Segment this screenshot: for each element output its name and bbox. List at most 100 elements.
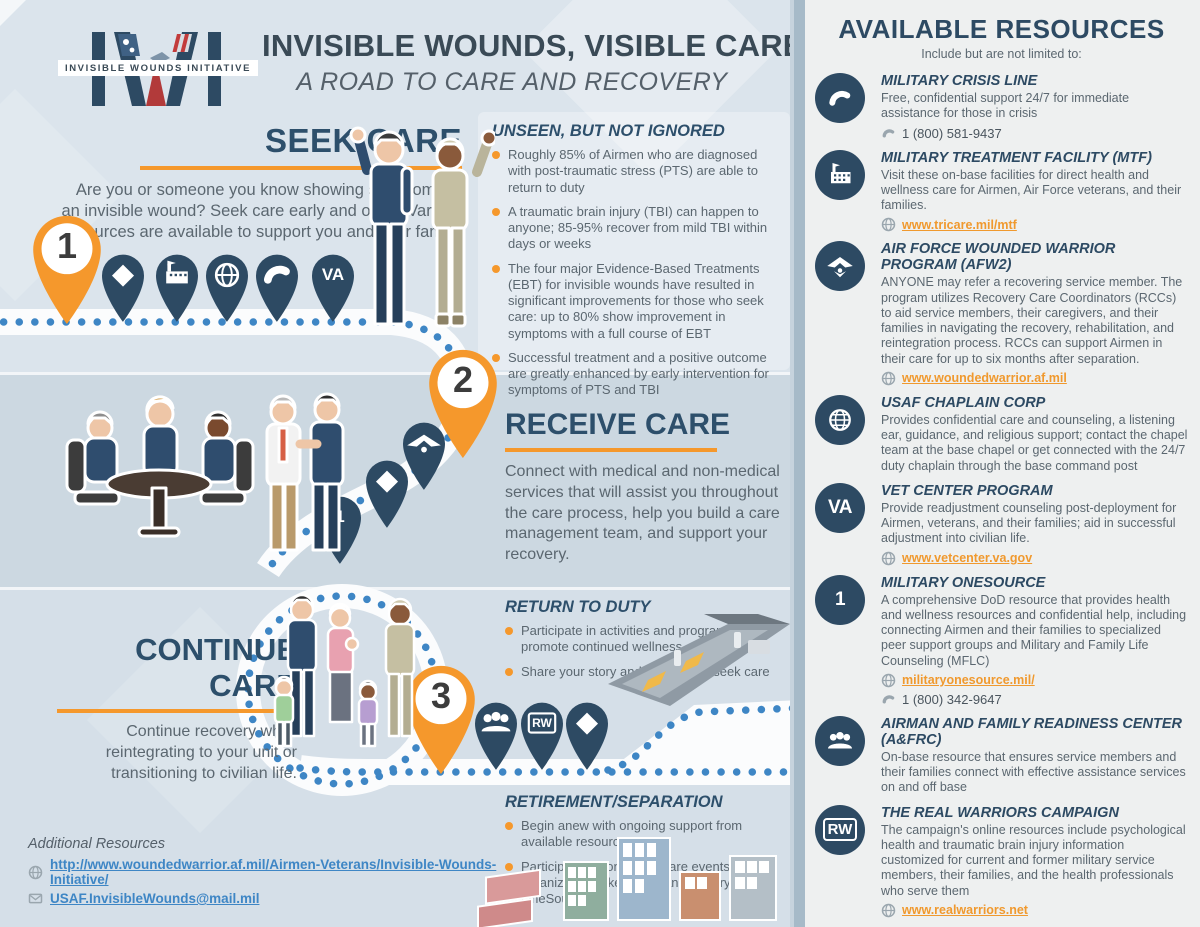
return-to-duty-heading: RETURN TO DUTY bbox=[505, 598, 651, 616]
va-icon-label: VA bbox=[828, 496, 852, 518]
resource-description: Free, confidential support 24/7 for imme… bbox=[881, 91, 1130, 121]
afw2-pin bbox=[400, 420, 448, 490]
bullet-dot bbox=[492, 353, 500, 362]
afrc-pin bbox=[472, 700, 520, 770]
crisis-line-pin bbox=[253, 252, 301, 322]
journey-stop-3-pin: 3 bbox=[398, 662, 484, 774]
va-pin: VA bbox=[309, 252, 357, 322]
globe-icon bbox=[829, 408, 851, 431]
retirement-separation-heading: RETIREMENT/SEPARATION bbox=[505, 793, 723, 811]
bullet-text: A traumatic brain injury (TBI) can happe… bbox=[508, 203, 768, 252]
bullet-item: Successful treatment and a positive outc… bbox=[492, 350, 784, 399]
bullet-item: The four major Evidence-Based Treatments… bbox=[492, 261, 784, 342]
globe-icon bbox=[214, 262, 240, 288]
resource-link[interactable]: www.vetcenter.va.gov bbox=[902, 551, 1033, 565]
resource-title: THE REAL WARRIORS CAMPAIGN bbox=[881, 804, 1119, 821]
globe-icon bbox=[28, 865, 43, 879]
globe-icon bbox=[881, 903, 896, 917]
people-icon bbox=[828, 731, 852, 749]
phone-icon bbox=[829, 90, 851, 106]
journey-panel: INVISIBLE WOUNDS INITIATIVE INVISIBLE WO… bbox=[0, 0, 790, 927]
building-icon bbox=[831, 162, 851, 183]
resource-title: AIR FORCE WOUNDED WARRIOR PROGRAM (AFW2) bbox=[881, 241, 1116, 274]
building-icon bbox=[815, 149, 865, 200]
resource-item: AIR FORCE WOUNDED WARRIOR PROGRAM (AFW2)… bbox=[815, 241, 1188, 386]
receive-care-description: Connect with medical and non-medical ser… bbox=[505, 463, 780, 564]
resource-link[interactable]: www.woundedwarrior.af.mil bbox=[902, 371, 1067, 386]
journey-stop-2-pin: 2 bbox=[420, 346, 506, 458]
unseen-heading: UNSEEN, BUT NOT IGNORED bbox=[492, 122, 725, 140]
stop-1-number: 1 bbox=[56, 225, 78, 266]
bullet-text: Successful treatment and a positive outc… bbox=[508, 349, 769, 398]
resource-title: MILITARY TREATMENT FACILITY (MTF) bbox=[881, 149, 1152, 166]
globe-icon bbox=[881, 551, 896, 565]
air-force-wings-icon bbox=[827, 257, 853, 278]
resource-link[interactable]: www.realwarriors.net bbox=[902, 903, 1028, 918]
stop-3-number: 3 bbox=[430, 675, 452, 716]
bullet-dot bbox=[505, 627, 513, 635]
phone-icon bbox=[263, 265, 290, 284]
resource-description: Provide readjustment counseling post-dep… bbox=[881, 500, 1177, 546]
bullet-item: A traumatic brain injury (TBI) can happe… bbox=[492, 204, 784, 253]
available-resources-subheading: Include but are not limited to: bbox=[921, 47, 1082, 61]
wounded-warrior-link[interactable]: http://www.woundedwarrior.af.mil/Airmen-… bbox=[50, 857, 497, 887]
people-icon bbox=[815, 715, 865, 766]
commanders-pin-2 bbox=[363, 458, 411, 528]
resource-description: ANYONE may refer a recovering service me… bbox=[881, 275, 1183, 366]
phone-icon bbox=[815, 73, 865, 123]
resource-description: On-base resource that ensures service me… bbox=[881, 749, 1186, 795]
phone-icon bbox=[882, 695, 895, 704]
bullet-dot bbox=[492, 151, 500, 159]
invisible-wounds-email-link[interactable]: USAF.InvisibleWounds@mail.mil bbox=[50, 891, 260, 906]
bullet-text: Participate in activities and programs t… bbox=[521, 623, 759, 655]
bullet-dot bbox=[505, 667, 513, 676]
bullet-item: Roughly 85% of Airmen who are diagnosed … bbox=[492, 147, 784, 196]
chaplain-pin bbox=[203, 252, 251, 322]
resource-phone: 1 (800) 581-9437 bbox=[902, 125, 1002, 141]
resource-title: VET CENTER PROGRAM bbox=[881, 482, 1053, 499]
rw-pin-label: RW bbox=[532, 716, 552, 730]
additional-resources-heading: Additional Resources bbox=[28, 836, 166, 852]
real-warriors-pin: RW bbox=[518, 700, 566, 770]
continue-care-description: Continue recovery while reintegrating to… bbox=[105, 723, 297, 782]
building-icon bbox=[166, 260, 188, 284]
panel-divider bbox=[790, 0, 805, 927]
resource-title: AIRMAN AND FAMILY READINESS CENTER (A&FR… bbox=[881, 715, 1183, 748]
available-resources-sidebar: AVAILABLE RESOURCES Include but are not … bbox=[805, 0, 1200, 927]
globe-icon bbox=[881, 673, 896, 687]
seek-care-underline bbox=[140, 166, 462, 170]
air-force-wings-icon bbox=[407, 434, 441, 453]
globe-icon bbox=[881, 371, 896, 385]
invisible-wounds-initiative-logo: INVISIBLE WOUNDS INITIATIVE bbox=[58, 22, 258, 118]
bullet-dot bbox=[505, 822, 513, 830]
bullet-dot bbox=[492, 264, 500, 273]
bullet-item: Begin anew with ongoing support from ava… bbox=[505, 818, 790, 851]
resource-link[interactable]: www.tricare.mil/mtf bbox=[902, 217, 1017, 232]
resource-title: MILITARY ONESOURCE bbox=[881, 574, 1046, 591]
resource-link[interactable]: militaryonesource.mil/ bbox=[902, 673, 1035, 688]
va-icon: VA bbox=[815, 482, 865, 533]
bullet-item: Participate in activities and programs t… bbox=[505, 623, 790, 656]
bullet-text: Begin anew with ongoing support from ava… bbox=[521, 818, 743, 850]
resource-title: USAF CHAPLAIN CORP bbox=[881, 394, 1046, 411]
available-resources-heading: AVAILABLE RESOURCES bbox=[838, 14, 1165, 44]
logo-text: INVISIBLE WOUNDS INITIATIVE bbox=[64, 62, 252, 74]
receive-care-heading: RECEIVE CARE bbox=[505, 408, 731, 441]
stop-2-number: 2 bbox=[452, 359, 474, 400]
resource-item: AIRMAN AND FAMILY READINESS CENTER (A&FR… bbox=[815, 715, 1188, 796]
waving-airmen-illustration bbox=[349, 126, 495, 328]
journey-stop-1-pin: 1 bbox=[24, 212, 110, 324]
rw-icon: RW bbox=[815, 804, 865, 855]
city-illustration bbox=[477, 837, 777, 927]
unseen-bullet-list: Roughly 85% of Airmen who are diagnosed … bbox=[492, 147, 784, 399]
page-subtitle: A ROAD TO CARE AND RECOVERY bbox=[296, 68, 728, 96]
mtf-pin bbox=[153, 252, 201, 322]
receive-care-underline bbox=[505, 448, 717, 452]
resource-description: Visit these on-base facilities for direc… bbox=[881, 167, 1182, 213]
seek-care-description: Are you or someone you know showing symp… bbox=[61, 181, 462, 242]
afwings-icon bbox=[815, 241, 865, 292]
